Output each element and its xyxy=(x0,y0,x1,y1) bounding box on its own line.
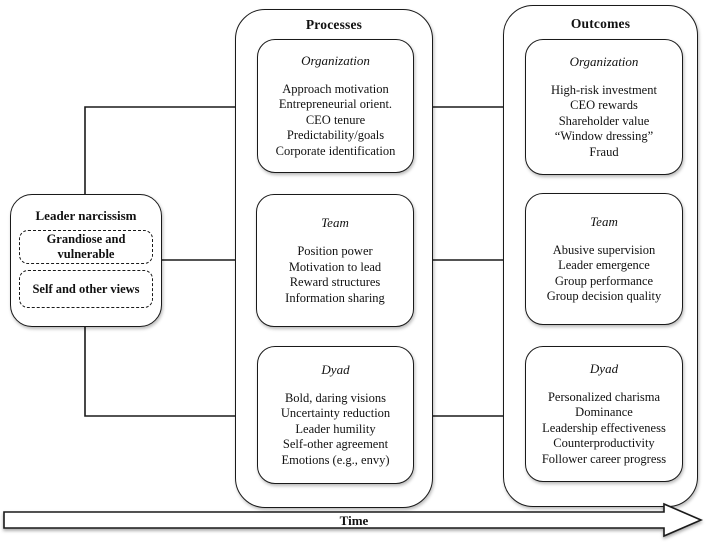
list-item: “Window dressing” xyxy=(554,129,654,144)
list-item: Motivation to lead xyxy=(288,259,382,274)
leader-narcissism-box: Leader narcissism Grandiose and vulnerab… xyxy=(10,194,162,327)
list-item: Follower career progress xyxy=(541,451,667,466)
list-item: Fraud xyxy=(589,144,619,159)
time-arrow-shape xyxy=(3,502,704,538)
list-item: Information sharing xyxy=(285,290,385,305)
list-item: CEO rewards xyxy=(570,98,638,113)
group-title: Organization xyxy=(301,52,370,68)
list-item: Entrepreneurial orient. xyxy=(278,97,393,112)
list-item: High-risk investment xyxy=(551,82,657,97)
outcomes-header: Outcomes xyxy=(570,16,631,31)
list-item: Leadership effectiveness xyxy=(542,420,666,435)
list-item: Emotions (e.g., envy) xyxy=(281,452,390,467)
list-item: Position power xyxy=(297,244,373,258)
group-title: Dyad xyxy=(589,360,619,376)
list-item: CEO tenure xyxy=(305,112,366,127)
list-item: Counterproductivity xyxy=(553,436,655,451)
facet-self-other-views: Self and other views xyxy=(19,270,153,308)
processes-header: Processes xyxy=(305,17,363,32)
list-item: Reward structures xyxy=(289,275,381,289)
list-item: Uncertainty reduction xyxy=(280,406,391,421)
group-title: Organization xyxy=(569,53,639,69)
list-item: Leader humility xyxy=(295,421,376,436)
list-item: Self-other agreement xyxy=(282,437,389,452)
group-title: Team xyxy=(321,215,349,230)
list-item: Bold, daring visions xyxy=(284,390,387,405)
list-item: Approach motivation xyxy=(282,81,389,96)
list-item: Leader emergence xyxy=(558,258,650,272)
list-item: Group decision quality xyxy=(546,289,662,303)
list-item: Dominance xyxy=(575,405,633,420)
group-title: Dyad xyxy=(321,361,350,377)
connector-bottom xyxy=(84,325,236,417)
list-item: Abusive supervision xyxy=(552,242,656,257)
leader-narcissism-title: Leader narcissism xyxy=(35,208,137,223)
connector-top xyxy=(84,106,236,195)
list-item: Predictability/goals xyxy=(286,128,385,143)
list-item: Corporate identification xyxy=(275,143,396,158)
list-item: Shareholder value xyxy=(558,113,650,128)
group-title: Team xyxy=(590,213,618,229)
list-item: Group performance xyxy=(554,273,654,288)
time-arrow-label: Time xyxy=(339,513,369,528)
list-item: Personalized charisma xyxy=(547,389,661,404)
facet-grandiose-vulnerable: Grandiose and vulnerable xyxy=(19,230,153,264)
